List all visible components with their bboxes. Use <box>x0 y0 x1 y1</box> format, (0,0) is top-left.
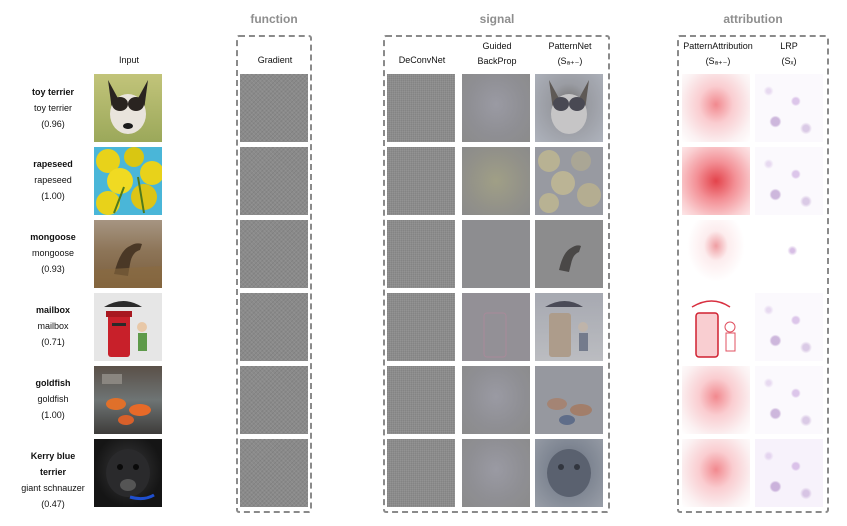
guided-backprop-map-toy-terrier <box>462 74 530 142</box>
patternattribution-map-mailbox <box>682 293 750 361</box>
guided-backprop-map-goldfish <box>462 366 530 434</box>
signal-group-box <box>383 35 610 513</box>
predicted-label: toy terrier <box>33 103 72 113</box>
lrp-map-mailbox <box>755 293 823 361</box>
patternnet-map-toy-terrier <box>535 74 603 142</box>
patternnet-map-goldfish <box>535 366 603 434</box>
patternattribution-map-toy-terrier <box>682 74 750 142</box>
prediction-score: (0.96) <box>41 119 65 129</box>
gradient-map-goldfish <box>240 366 308 434</box>
function-group-box <box>236 35 312 513</box>
true-label: Kerry blue terrier <box>30 451 76 477</box>
lrp-map-toy-terrier <box>755 74 823 142</box>
input-image-rapeseed <box>94 147 162 215</box>
column-header-patternattribution-sub: (Sₐ₊₋) <box>705 56 731 66</box>
patternattribution-map-goldfish <box>682 366 750 434</box>
deconvnet-map-mongoose <box>387 220 455 288</box>
gradient-map-rapeseed <box>240 147 308 215</box>
predicted-label: mongoose <box>31 248 75 258</box>
patternnet-map-mongoose <box>535 220 603 288</box>
attribution-group-box <box>677 35 829 513</box>
lrp-map-mongoose <box>755 220 823 288</box>
column-header-patternnet-sub: (Sₐ₊₋) <box>557 56 583 66</box>
lrp-map-goldfish <box>755 366 823 434</box>
deconvnet-map-mailbox <box>387 293 455 361</box>
deconvnet-map-goldfish <box>387 366 455 434</box>
prediction-score: (1.00) <box>41 410 65 420</box>
patternnet-map-mailbox <box>535 293 603 361</box>
input-image-mailbox <box>94 293 162 361</box>
row-label-3: mongoose mongoose (0.93) <box>18 229 88 277</box>
true-label: mailbox <box>35 305 70 315</box>
column-header-patternattribution: PatternAttribution <box>683 41 753 51</box>
column-header-deconvnet: DeConvNet <box>398 55 446 65</box>
group-title-signal: signal <box>479 12 515 26</box>
input-image-toy-terrier <box>94 74 162 142</box>
gradient-map-toy-terrier <box>240 74 308 142</box>
predicted-label: mailbox <box>37 321 69 331</box>
group-title-attribution: attribution <box>723 12 783 26</box>
column-header-lrp-sub: (Sₓ) <box>781 56 797 66</box>
true-label: mongoose <box>30 232 76 242</box>
gradient-map-mongoose <box>240 220 308 288</box>
guided-backprop-map-mongoose <box>462 220 530 288</box>
guided-backprop-map-kerry-blue-terrier <box>462 439 530 507</box>
patternattribution-map-mongoose <box>682 220 750 288</box>
guided-backprop-map-rapeseed <box>462 147 530 215</box>
patternattribution-map-kerry-blue-terrier <box>682 439 750 507</box>
prediction-score: (0.47) <box>41 499 65 509</box>
input-image-kerry-blue-terrier <box>94 439 162 507</box>
input-image-goldfish <box>94 366 162 434</box>
lrp-map-kerry-blue-terrier <box>755 439 823 507</box>
guided-backprop-map-mailbox <box>462 293 530 361</box>
deconvnet-map-kerry-blue-terrier <box>387 439 455 507</box>
group-title-function: function <box>250 12 298 26</box>
predicted-label: giant schnauzer <box>21 483 85 493</box>
column-header-guided-line2: BackProp <box>477 56 517 66</box>
true-label: toy terrier <box>31 87 75 97</box>
row-label-1: toy terrier toy terrier (0.96) <box>18 84 88 132</box>
true-label: goldfish <box>35 378 71 388</box>
column-header-gradient: Gradient <box>257 55 293 65</box>
patternnet-map-kerry-blue-terrier <box>535 439 603 507</box>
column-header-lrp: LRP <box>780 41 798 51</box>
row-label-2: rapeseed rapeseed (1.00) <box>18 156 88 204</box>
input-image-mongoose <box>94 220 162 288</box>
deconvnet-map-toy-terrier <box>387 74 455 142</box>
column-header-guided-line1: Guided <box>482 41 512 51</box>
true-label: rapeseed <box>33 159 73 169</box>
predicted-label: goldfish <box>37 394 69 404</box>
row-label-6: Kerry blue terrier giant schnauzer (0.47… <box>18 448 88 512</box>
deconvnet-map-rapeseed <box>387 147 455 215</box>
lrp-map-rapeseed <box>755 147 823 215</box>
prediction-score: (0.71) <box>41 337 65 347</box>
column-header-patternnet: PatternNet <box>548 41 592 51</box>
prediction-score: (0.93) <box>41 264 65 274</box>
gradient-map-mailbox <box>240 293 308 361</box>
row-label-5: goldfish goldfish (1.00) <box>18 375 88 423</box>
gradient-map-kerry-blue-terrier <box>240 439 308 507</box>
row-label-4: mailbox mailbox (0.71) <box>18 302 88 350</box>
column-header-input: Input <box>118 55 140 65</box>
predicted-label: rapeseed <box>34 175 72 185</box>
prediction-score: (1.00) <box>41 191 65 201</box>
patternnet-map-rapeseed <box>535 147 603 215</box>
patternattribution-map-rapeseed <box>682 147 750 215</box>
